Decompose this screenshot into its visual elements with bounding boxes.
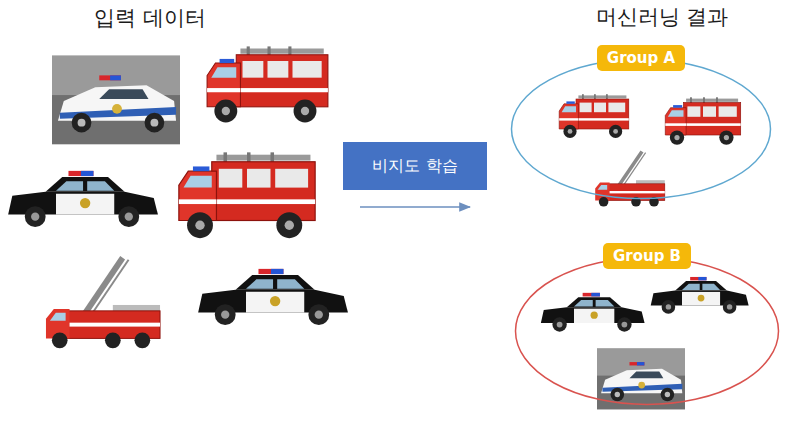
process-box: 비지도 학습	[343, 142, 487, 190]
group-badge: Group A	[597, 45, 685, 71]
ellipse-outline	[514, 256, 780, 406]
group-ellipse: Group B	[514, 256, 780, 406]
box-label: 비지도 학습	[372, 156, 457, 177]
heading-label: 입력 데이터	[94, 4, 206, 32]
ellipse-outline	[512, 60, 771, 199]
heading-label: 머신러닝 결과	[596, 3, 729, 31]
ellipse-outline	[510, 58, 772, 200]
ellipse-outline	[516, 258, 779, 405]
group-badge: Group B	[603, 243, 691, 269]
group-ellipse: Group A	[510, 58, 772, 200]
